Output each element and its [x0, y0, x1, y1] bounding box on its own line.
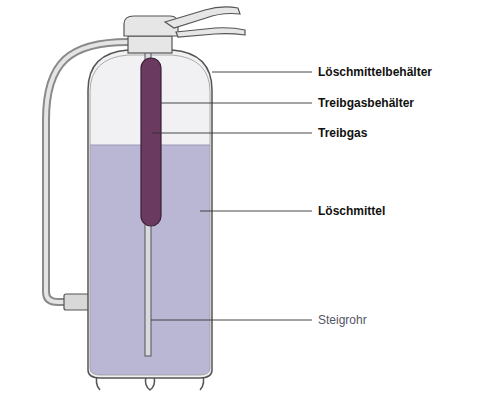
- part-label: Treibgasbehälter: [318, 95, 414, 111]
- lever: [165, 7, 240, 28]
- part-label: Löschmittelbehälter: [318, 64, 432, 80]
- gas-cartridge: [141, 58, 161, 226]
- carry-handle: [176, 28, 245, 37]
- part-label: Löschmittel: [318, 203, 385, 219]
- neck: [128, 36, 172, 53]
- part-label: Steigrohr: [318, 312, 367, 328]
- valve-head: [124, 16, 178, 36]
- part-label: Treibgas: [318, 125, 367, 141]
- leader-lines: [151, 72, 312, 320]
- nozzle: [64, 294, 90, 310]
